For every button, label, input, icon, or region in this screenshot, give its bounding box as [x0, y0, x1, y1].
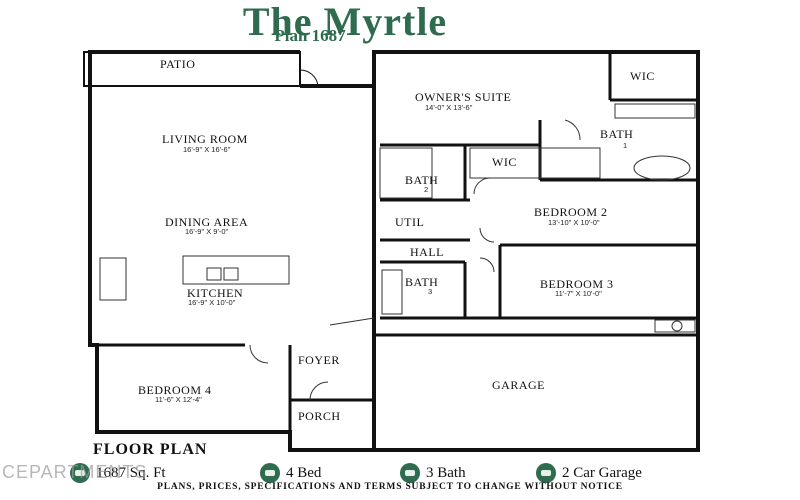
room-label-bedroom4: BEDROOM 4: [138, 383, 212, 397]
room-label-util: UTIL: [395, 215, 424, 229]
stat-sqft-label: 1687 Sq. Ft: [96, 464, 166, 481]
room-label-bath3: BATH: [405, 275, 438, 289]
stat-garage-label: 2 Car Garage: [562, 464, 642, 481]
fixtures: [99, 103, 696, 401]
floor-plan-label: FLOOR PLAN: [93, 441, 208, 458]
plan-title: The Myrtle: [242, 0, 448, 44]
stat-beds-label: 4 Bed: [286, 464, 322, 481]
room-label-patio: PATIO: [160, 57, 195, 71]
interior-walls: [97, 52, 698, 432]
room-label-garage: GARAGE: [492, 378, 545, 392]
room-label-bath2-num: 2: [424, 185, 428, 194]
room-label-owners-suite: OWNER'S SUITE: [415, 90, 511, 104]
plan-stats: 1687 Sq. Ft 4 Bed 3 Bath 2 Car Garage: [70, 463, 770, 483]
patio-outline: [83, 51, 319, 87]
watermark: CEPARTMENTS: [2, 462, 148, 482]
room-label-wic-owner: WIC: [630, 69, 655, 83]
room-label-bedroom2: BEDROOM 2: [534, 205, 608, 219]
stat-beds: 4 Bed: [260, 463, 321, 483]
room-label-bath3-num: 3: [428, 287, 432, 296]
car-icon: [536, 463, 556, 483]
room-dim-dining-area: 16'-9" X 9'-0": [185, 227, 229, 236]
stat-baths: 3 Bath: [400, 463, 466, 483]
room-dim-bedroom4: 11'-6" X 12'-4": [155, 395, 202, 404]
room-label-bath1: BATH: [600, 127, 633, 141]
stat-garage: 2 Car Garage: [536, 463, 642, 483]
room-dim-bedroom3: 11'-7" X 10'-0": [555, 289, 602, 298]
room-label-hall: HALL: [410, 245, 444, 259]
room-dim-bedroom2: 13'-10" X 10'-0": [548, 218, 600, 227]
room-dim-kitchen: 16'-9" X 10'-0": [188, 298, 236, 307]
disclaimer: PLANS, PRICES, SPECIFICATIONS AND TERMS …: [157, 482, 623, 492]
room-label-porch: PORCH: [298, 409, 341, 423]
room-label-living-room: LIVING ROOM: [162, 132, 248, 146]
stat-sqft: 1687 Sq. Ft: [70, 463, 166, 483]
room-label-wic2: WIC: [492, 155, 517, 169]
room-label-bath2: BATH: [405, 173, 438, 187]
stat-baths-label: 3 Bath: [426, 464, 466, 481]
sqft-icon: [70, 463, 90, 483]
room-dim-owners-suite: 14'-0" X 13'-6": [425, 103, 473, 112]
room-label-bedroom3: BEDROOM 3: [540, 277, 614, 291]
room-label-dining-area: DINING AREA: [165, 215, 248, 229]
room-label-kitchen: KITCHEN: [187, 286, 243, 300]
bed-icon: [260, 463, 280, 483]
room-dim-living-room: 16'-9" X 16'-6": [183, 145, 231, 154]
room-label-bath1-num: 1: [623, 141, 627, 150]
bathtub-icon: [400, 463, 420, 483]
room-label-foyer: FOYER: [298, 353, 340, 367]
plan-number: Plan 1687: [274, 26, 346, 45]
